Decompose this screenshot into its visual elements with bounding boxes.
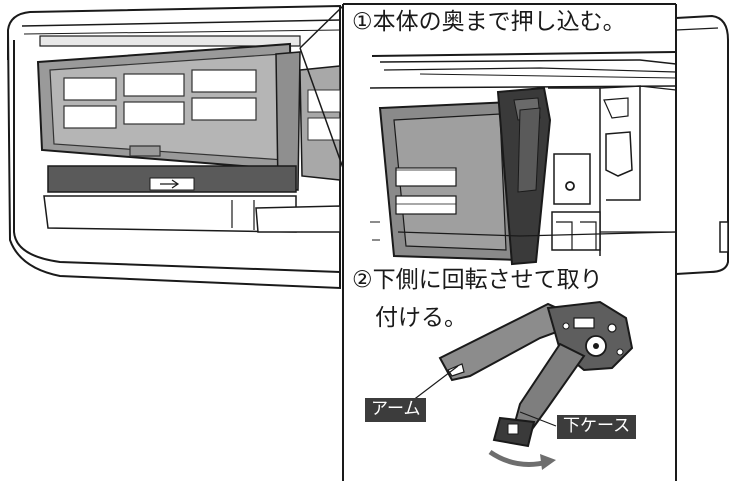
arm-label: アーム [365, 398, 427, 422]
zoom-callout-lines [299, 5, 344, 169]
callout-leader-lines [407, 365, 557, 427]
ac-unit-right-end [675, 14, 729, 275]
lower-case-part [492, 342, 586, 448]
lower-case-label: 下ケース [557, 415, 637, 439]
curved-arrow-icon [488, 449, 556, 470]
zoom-panel-frame [342, 3, 677, 481]
step1-closeup [369, 51, 677, 266]
step1-instruction: ①本体の奥まで押し込む。 [352, 9, 626, 35]
step2-instruction-line1: ②下側に回転させて取り [352, 267, 603, 293]
step2-instruction-line2: 付ける。 [375, 305, 467, 331]
ac-unit-illustration [6, 4, 341, 290]
